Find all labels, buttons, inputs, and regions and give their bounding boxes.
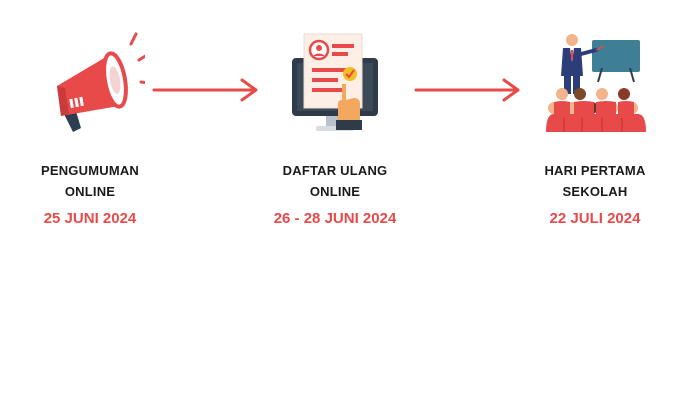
step-date: 26 - 28 JUNI 2024 <box>273 210 397 227</box>
registration-form-icon <box>292 33 378 131</box>
step-date: 22 JULI 2024 <box>549 210 641 227</box>
step-title-line: ONLINE <box>309 184 361 199</box>
step-date: 25 JUNI 2024 <box>43 210 137 227</box>
classroom-teacher-icon <box>546 34 646 132</box>
arrow-right-icon <box>152 78 258 102</box>
step-title-line: SEKOLAH <box>562 184 628 199</box>
step-title: HARI PERTAMA SEKOLAH <box>495 160 695 202</box>
step-title-line: HARI PERTAMA <box>544 163 646 178</box>
step-title: PENGUMUMAN ONLINE <box>0 160 190 202</box>
step-title: DAFTAR ULANG ONLINE <box>235 160 435 202</box>
step-title-line: PENGUMUMAN <box>40 163 140 178</box>
arrow-right-icon <box>414 78 520 102</box>
megaphone-icon <box>57 32 145 132</box>
step-title-line: ONLINE <box>64 184 116 199</box>
step-title-line: DAFTAR ULANG <box>282 163 388 178</box>
